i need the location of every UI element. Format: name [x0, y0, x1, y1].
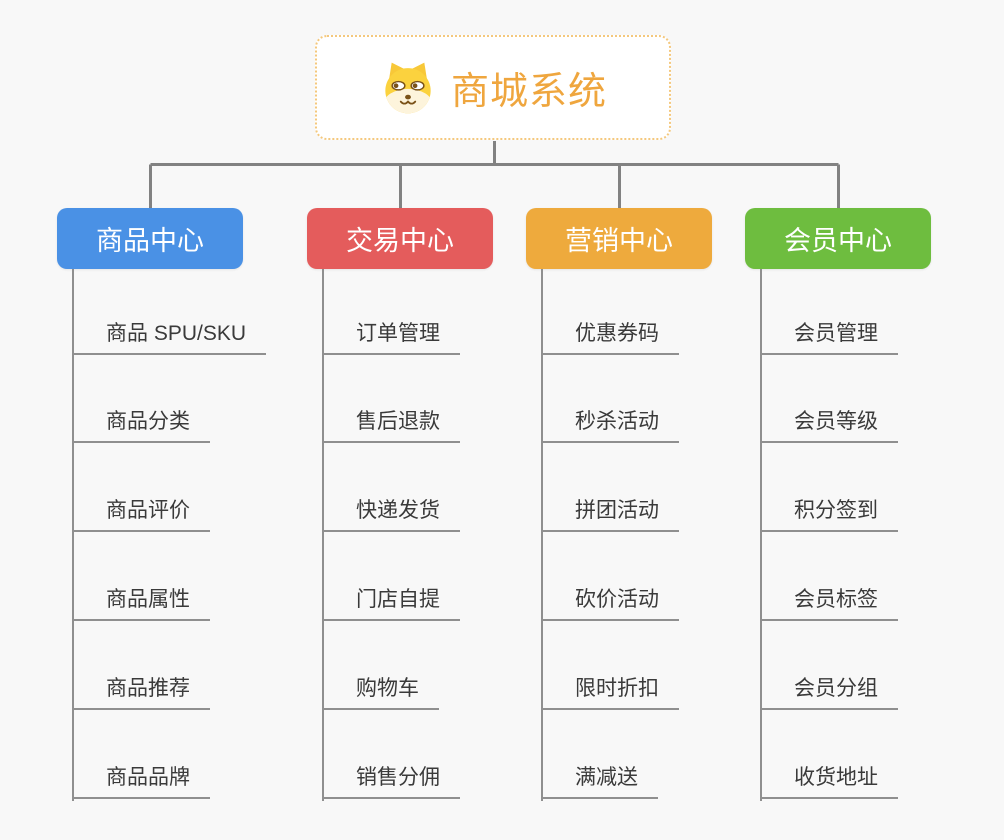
shiba-dog-face-icon — [385, 62, 431, 113]
leaf-node[interactable]: 商品推荐 — [72, 675, 210, 710]
leaf-node[interactable]: 商品 SPU/SKU — [72, 320, 267, 355]
leaf-node[interactable]: 满减送 — [541, 764, 658, 799]
leaf-node[interactable]: 砍价活动 — [541, 586, 679, 621]
leaf-node[interactable]: 商品品牌 — [72, 764, 210, 799]
leaf-node[interactable]: 售后退款 — [322, 408, 460, 443]
leaf-node[interactable]: 收货地址 — [760, 764, 898, 799]
branch-node-member-center[interactable]: 会员中心 — [745, 208, 931, 269]
branch-trunk-line — [72, 269, 74, 801]
leaf-node[interactable]: 商品评价 — [72, 497, 210, 532]
leaf-node[interactable]: 销售分佣 — [322, 764, 460, 799]
leaf-node[interactable]: 快递发货 — [322, 497, 460, 532]
leaf-node[interactable]: 会员等级 — [760, 408, 898, 443]
branch-trunk-line — [760, 269, 762, 801]
leaf-node[interactable]: 会员标签 — [760, 586, 898, 621]
leaf-node[interactable]: 秒杀活动 — [541, 408, 679, 443]
branch-node-trade-center[interactable]: 交易中心 — [307, 208, 493, 269]
root-node[interactable]: 商城系统 — [315, 35, 671, 140]
branch-node-marketing-center[interactable]: 营销中心 — [526, 208, 712, 269]
leaf-node[interactable]: 会员分组 — [760, 675, 898, 710]
branch-trunk-line — [322, 269, 324, 801]
leaf-node[interactable]: 商品分类 — [72, 408, 210, 443]
connector-path — [149, 141, 840, 208]
leaf-node[interactable]: 优惠券码 — [541, 320, 679, 355]
leaf-node[interactable]: 积分签到 — [760, 497, 898, 532]
leaf-node[interactable]: 限时折扣 — [541, 675, 679, 710]
leaf-node[interactable]: 购物车 — [322, 675, 439, 710]
leaf-node[interactable]: 商品属性 — [72, 586, 210, 621]
branch-trunk-line — [541, 269, 543, 801]
leaf-node[interactable]: 拼团活动 — [541, 497, 679, 532]
root-title: 商城系统 — [450, 71, 607, 113]
leaf-node[interactable]: 会员管理 — [760, 320, 898, 355]
leaf-node[interactable]: 订单管理 — [322, 320, 460, 355]
branch-node-product-center[interactable]: 商品中心 — [57, 208, 243, 269]
leaf-node[interactable]: 门店自提 — [322, 586, 460, 621]
